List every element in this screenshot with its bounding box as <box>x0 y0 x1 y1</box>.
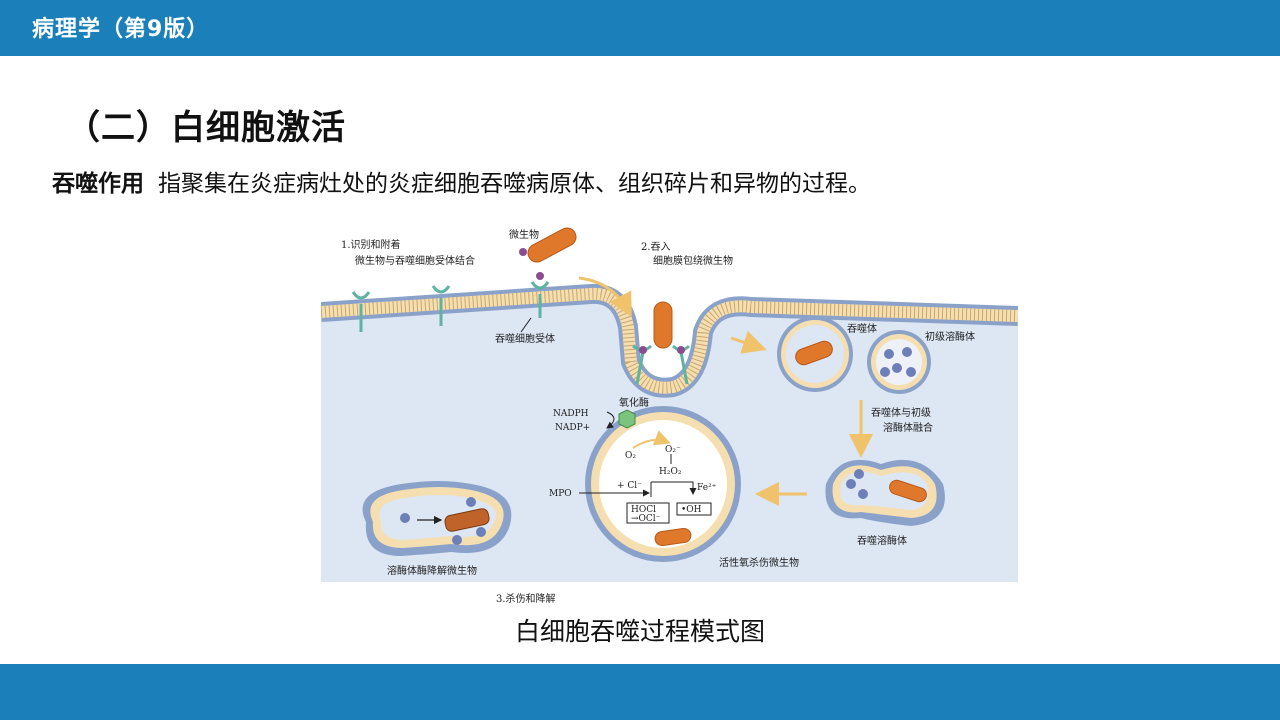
iron-label: Fe²⁺ <box>697 483 717 493</box>
header-title: 病理学（第9版） <box>32 17 210 42</box>
phagosome <box>777 316 853 392</box>
phagolysosome <box>825 459 945 526</box>
receptor-label: 吞噬细胞受体 <box>495 332 555 345</box>
killing-vesicle <box>585 406 741 562</box>
nadp-label: NADP+ <box>555 423 590 433</box>
ligand-dot <box>536 272 544 280</box>
hydroxyl-label: •OH <box>681 505 702 515</box>
footer-bar <box>0 664 1280 720</box>
mpo-label: MPO <box>549 489 572 499</box>
microbe-killed <box>654 527 692 547</box>
oxidase-label: 氧化酶 <box>619 396 649 409</box>
degradation-label: 溶酶体酶降解微生物 <box>387 564 477 577</box>
h2o2-label: H₂O₂ <box>659 467 682 477</box>
microbe-engulfing <box>653 301 673 349</box>
degradation-vesicle <box>362 481 512 556</box>
definition-line: 吞噬作用指聚集在炎症病灶处的炎症细胞吞噬病原体、组织碎片和异物的过程。 <box>52 164 871 198</box>
oxidase-hexagon <box>618 409 636 429</box>
step2-title: 2.吞入 <box>641 241 671 253</box>
step2-desc: 细胞膜包绕微生物 <box>653 254 733 267</box>
definition-text: 指聚集在炎症病灶处的炎症细胞吞噬病原体、组织碎片和异物的过程。 <box>158 171 871 197</box>
nadph-label: NADPH <box>553 409 589 419</box>
phagocytosis-diagram: 微生物 <box>320 222 1019 582</box>
phagolysosome-label: 吞噬溶酶体 <box>857 534 907 547</box>
step1-desc: 微生物与吞噬细胞受体结合 <box>355 254 475 267</box>
step1-title: 1.识别和附着 <box>341 238 401 251</box>
primary-lysosome-label: 初级溶酶体 <box>925 330 975 343</box>
microbe-top <box>527 227 577 263</box>
receptor-3 <box>530 281 550 318</box>
microbe-label: 微生物 <box>509 228 539 241</box>
fusion-label-2: 溶酶体融合 <box>883 421 933 434</box>
step3-label: 3.杀伤和降解 <box>496 594 556 605</box>
killing-label: 活性氧杀伤微生物 <box>719 556 799 569</box>
o2-label: O₂ <box>625 451 636 461</box>
primary-lysosome <box>867 330 931 394</box>
ocl-label: →OCl⁻ <box>631 514 661 524</box>
hocl-label: HOCl <box>631 505 656 515</box>
receptor-1 <box>351 291 371 332</box>
slide-heading: （二）白细胞激活 <box>66 108 346 148</box>
definition-term: 吞噬作用 <box>52 171 144 197</box>
phagosome-label: 吞噬体 <box>847 322 877 335</box>
figure-caption: 白细胞吞噬过程模式图 <box>514 617 765 646</box>
superoxide-label: O₂⁻ <box>665 445 681 455</box>
fusion-label-1: 吞噬体与初级 <box>871 406 931 419</box>
chloride-label: + Cl⁻ <box>617 481 642 491</box>
header-bar: 病理学（第9版） <box>0 0 1280 56</box>
receptor-2 <box>431 285 451 326</box>
